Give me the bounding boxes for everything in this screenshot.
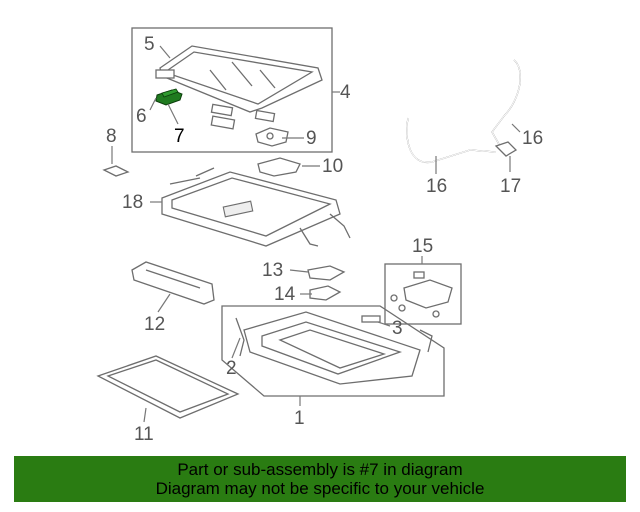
callout-15: 15	[412, 236, 433, 257]
leader-lines	[111, 45, 521, 423]
callout-16-right: 16	[522, 128, 543, 149]
callout-10: 10	[322, 156, 343, 177]
motor-part-15	[390, 271, 453, 318]
callout-7: 7	[174, 126, 185, 147]
part-13	[307, 265, 346, 281]
info-banner: Part or sub-assembly is #7 in diagram Di…	[14, 456, 626, 502]
callout-3: 3	[392, 318, 403, 339]
banner-line-2: Diagram may not be specific to your vehi…	[155, 479, 485, 498]
bracket-part-9	[255, 127, 289, 147]
callout-17: 17	[500, 176, 521, 197]
highlighted-part-7	[155, 88, 183, 106]
glass-brackets	[155, 69, 276, 130]
callout-9: 9	[306, 128, 317, 149]
deflector-part-12	[131, 261, 215, 305]
banner-line-1: Part or sub-assembly is #7 in diagram	[177, 460, 463, 479]
frame-part-1	[235, 311, 433, 385]
seal-part-11	[96, 355, 240, 419]
callout-13: 13	[262, 260, 283, 281]
callout-16-left: 16	[426, 176, 447, 197]
callout-12: 12	[144, 314, 165, 335]
part-8	[102, 165, 130, 177]
drain-tube-part-16-left	[406, 117, 497, 163]
callout-11: 11	[134, 424, 154, 445]
callout-18: 18	[122, 192, 143, 213]
bracket-part-10	[257, 157, 301, 177]
callout-4: 4	[340, 82, 351, 103]
callout-6: 6	[136, 106, 147, 127]
callout-2: 2	[226, 358, 237, 379]
glass-panel-part-5	[159, 45, 323, 113]
connector-part-17	[494, 141, 518, 157]
parts-diagram: 5 6 7 4 8 9 10 18 16 16 17 15 13 14 12 3…	[96, 27, 543, 445]
callout-5: 5	[144, 34, 155, 55]
sunshade-part-18	[161, 167, 351, 247]
frame-part-1-outline	[221, 305, 445, 397]
drain-tube-part-16-right	[491, 59, 521, 147]
subassembly-4-box	[131, 27, 333, 153]
callout-14: 14	[274, 284, 296, 305]
callout-1: 1	[294, 408, 305, 429]
part-14	[309, 285, 342, 301]
subassembly-15-box	[384, 263, 462, 325]
callout-8: 8	[106, 126, 117, 147]
